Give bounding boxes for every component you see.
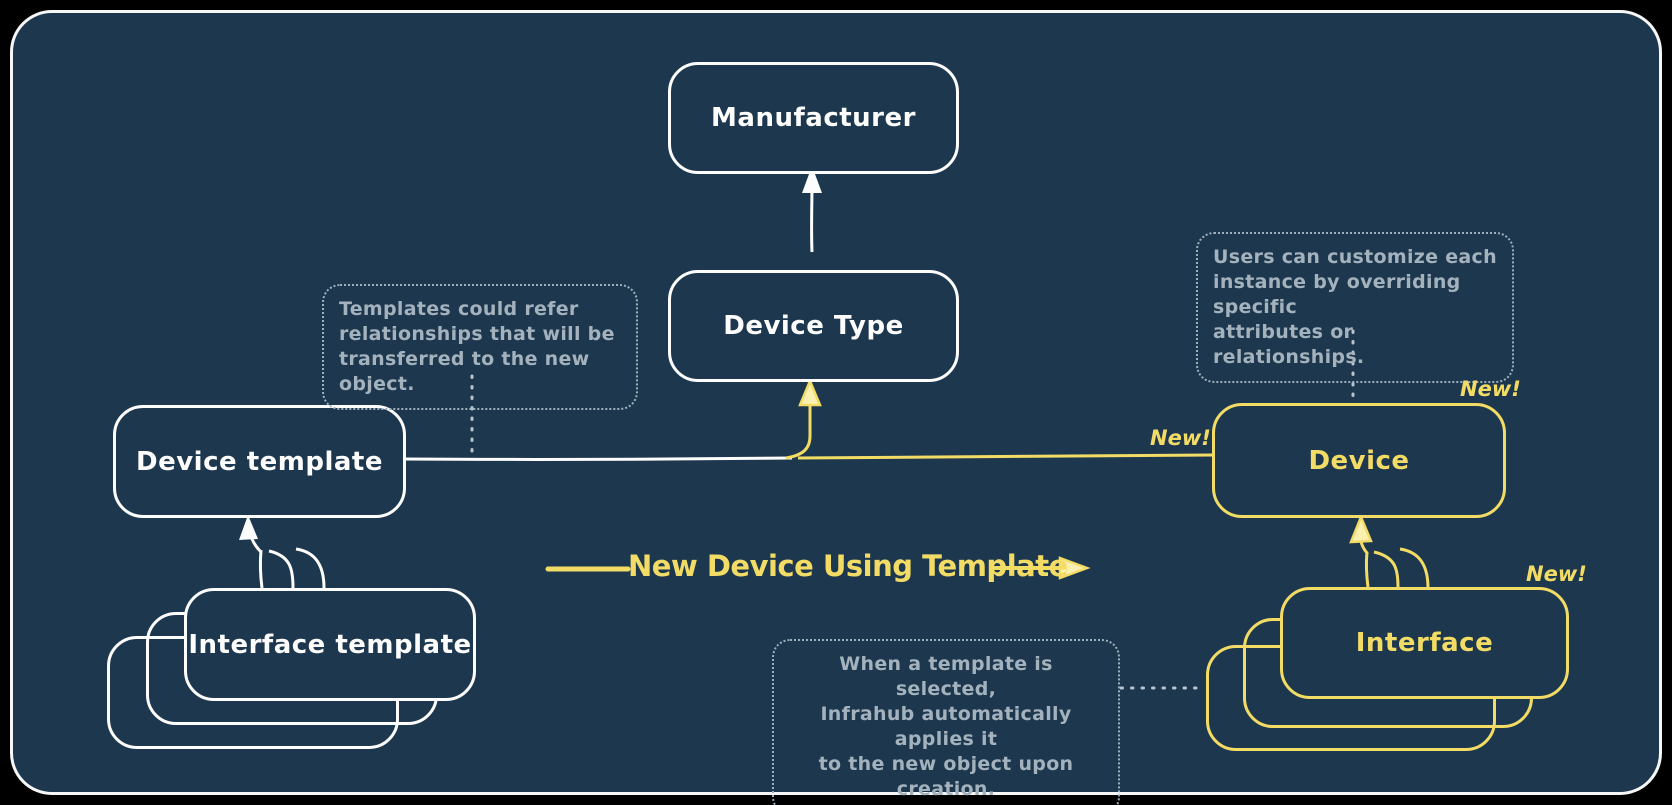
node-device: Device xyxy=(1212,403,1506,518)
note-template-applied: When a template is selected, Infrahub au… xyxy=(772,639,1120,805)
note-templates-refer: Templates could refer relationships that… xyxy=(322,284,638,410)
node-interface-template: Interface template xyxy=(184,588,476,701)
node-device-template: Device template xyxy=(113,405,406,518)
node-interface-template-label: Interface template xyxy=(188,629,472,660)
node-device-type: Device Type xyxy=(668,270,959,382)
node-manufacturer: Manufacturer xyxy=(668,62,959,174)
arrow-interfaces-to-device xyxy=(1349,513,1430,589)
node-manufacturer-label: Manufacturer xyxy=(711,103,916,133)
new-badge-device: New! xyxy=(1460,377,1521,401)
connector-device-template-line xyxy=(401,456,793,461)
node-device-label: Device xyxy=(1308,445,1410,476)
node-interface-label: Interface xyxy=(1355,628,1494,658)
flow-label: New Device Using Template xyxy=(628,549,1068,583)
new-badge-interface: New! xyxy=(1526,562,1587,586)
arrow-to-device-type xyxy=(785,377,822,460)
node-device-template-label: Device template xyxy=(136,446,383,477)
arrow-device-type-to-manufacturer xyxy=(802,166,822,253)
note-customize-instances: Users can customize each instance by ove… xyxy=(1196,232,1514,383)
new-badge-device-line: New! xyxy=(1150,426,1211,450)
flow-arrow xyxy=(545,556,1091,580)
arrow-interfaces-to-device-template xyxy=(239,515,326,589)
connector-template-to-device xyxy=(797,453,1213,460)
node-interface: Interface xyxy=(1280,587,1569,699)
node-device-type-label: Device Type xyxy=(723,311,904,341)
